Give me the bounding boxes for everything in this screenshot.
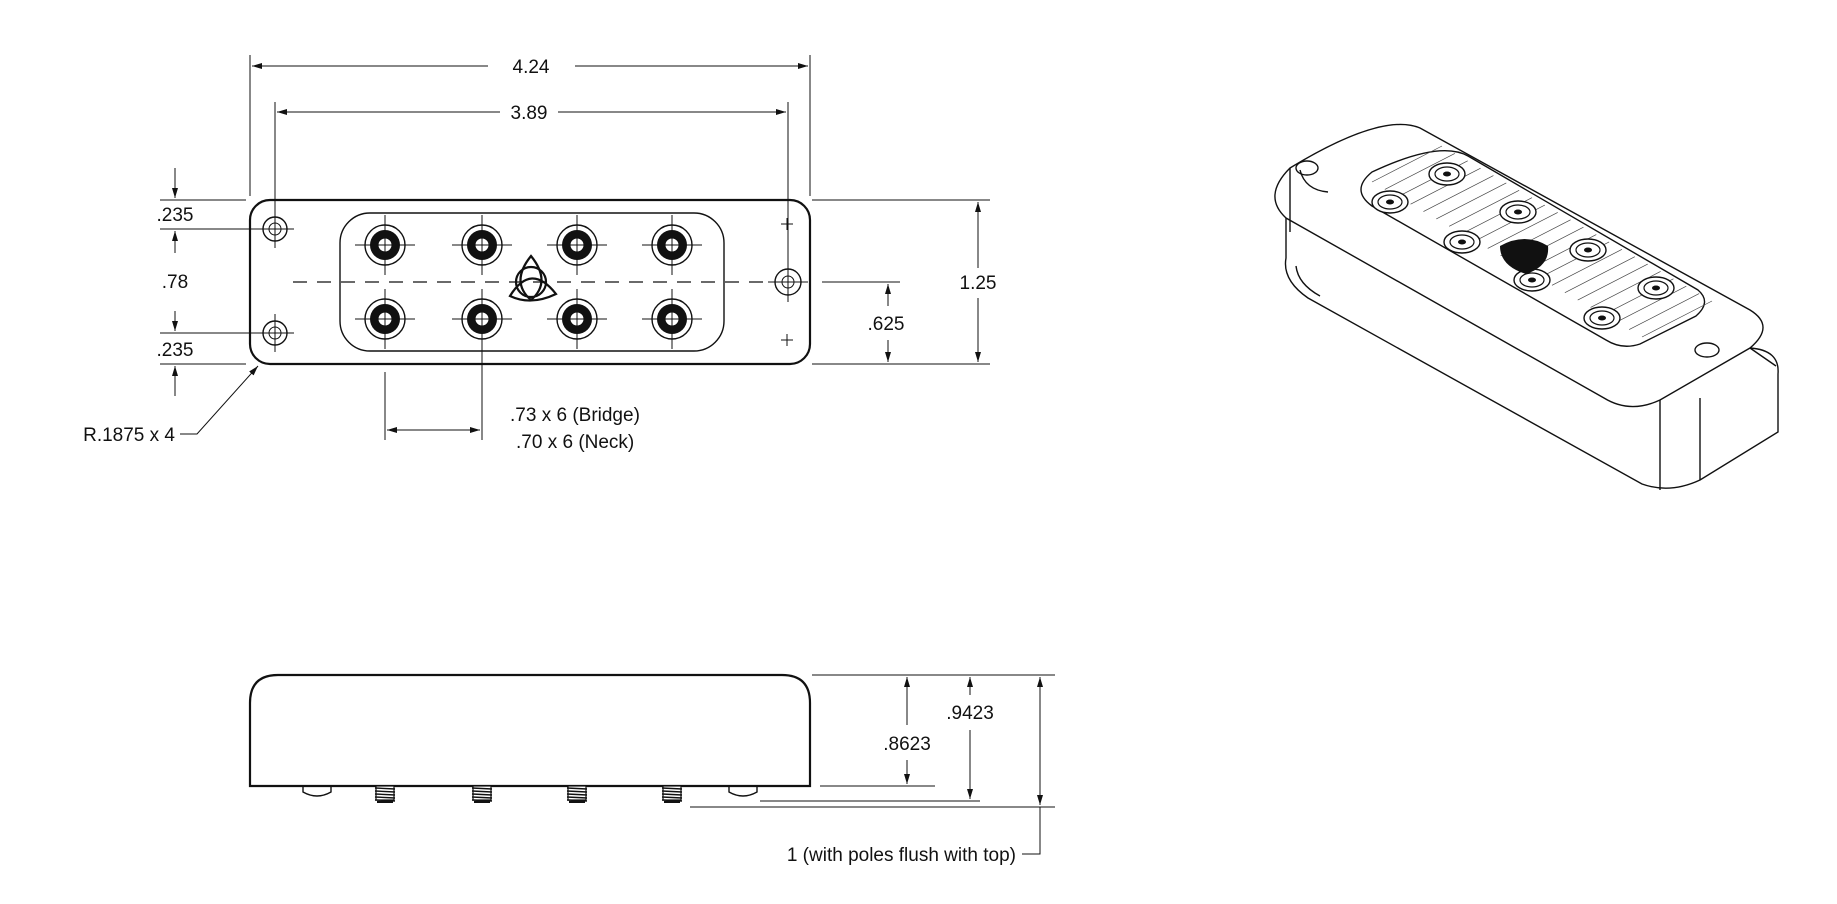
dim-top-edge-to-hole: .235 [157,205,194,226]
pole-screw [374,785,396,803]
iso-pole [1637,276,1675,300]
isometric-view [1274,123,1779,490]
dim-bottom-edge-to-hole: .235 [157,340,194,361]
side-dimension-labels: .8623 .9423 1 (with poles flush with top… [787,703,1016,866]
pickup-outline [248,198,812,366]
rib-line [1487,212,1558,249]
pole-piece [355,215,415,275]
dim-body-height: .8623 [883,734,931,755]
iso-pole [1499,200,1537,224]
dim-overall-length: 4.24 [513,57,550,78]
dim-pole-spacing-bridge: .73 x 6 (Bridge) [510,405,640,426]
pole-window [339,212,725,352]
side-pole-screws [374,785,683,803]
rib-line [1628,293,1700,330]
iso-left-side [1284,218,1779,489]
rib-line [1551,249,1623,286]
pole-piece [642,215,702,275]
iso-pole [1583,306,1621,330]
pole-screw [566,785,588,803]
side-dimensions [690,674,1055,855]
pole-screw [661,785,683,803]
rib-line [1448,189,1520,227]
pole-piece [355,289,415,349]
iso-pole [1443,230,1481,254]
iso-pole [1371,190,1409,214]
side-view [248,673,812,803]
iso-mount-hole-right [1694,342,1720,358]
rib-line [1410,167,1481,205]
iso-front-edge [1295,265,1321,297]
top-dimension-labels: 4.24 3.89 .235 .78 .235 1.25 .625 R.1875… [83,57,996,453]
rib-line [1641,300,1713,338]
rib-line [1577,263,1648,301]
pole-piece [642,289,702,349]
iso-pole [1428,162,1466,186]
dim-pole-spacing-neck: .70 x 6 (Neck) [516,432,634,453]
triquetra-logo [508,254,558,302]
dim-corner-radius: R.1875 x 4 [83,425,175,446]
dim-overall-width: 1.25 [960,273,997,294]
iso-top-face [1274,123,1764,408]
mounting-feet [302,786,758,797]
pole-piece [547,289,607,349]
rib-line [1384,153,1456,190]
iso-pole [1513,268,1551,292]
iso-pole-pieces [1371,162,1675,330]
pole-pieces [355,215,702,349]
top-view [248,198,812,366]
dim-half-width: .625 [868,314,905,335]
rib-line [1616,285,1687,323]
iso-plate-ribs [1371,145,1713,338]
dim-hole-to-hole: .78 [162,272,188,293]
iso-end-cap-left [1289,168,1329,232]
iso-mount-hole-left [1295,160,1319,176]
dim-height-with-poles: 1 (with poles flush with top) [787,845,1016,866]
rib-line [1371,145,1443,183]
iso-pole [1569,238,1607,262]
pole-piece [452,215,512,275]
rib-line [1423,175,1494,212]
rib-line [1564,256,1636,294]
dim-height-with-feet: .9423 [946,703,994,724]
pole-screw [471,785,493,803]
iso-logo [1500,239,1549,274]
rib-line [1436,182,1507,220]
dim-mount-hole-spacing: 3.89 [511,103,548,124]
pole-piece [547,215,607,275]
side-body [248,673,812,788]
iso-pole-plate [1360,150,1706,347]
iso-right-end [1659,347,1777,490]
top-dimensions [160,55,990,440]
mount-holes [256,210,808,352]
